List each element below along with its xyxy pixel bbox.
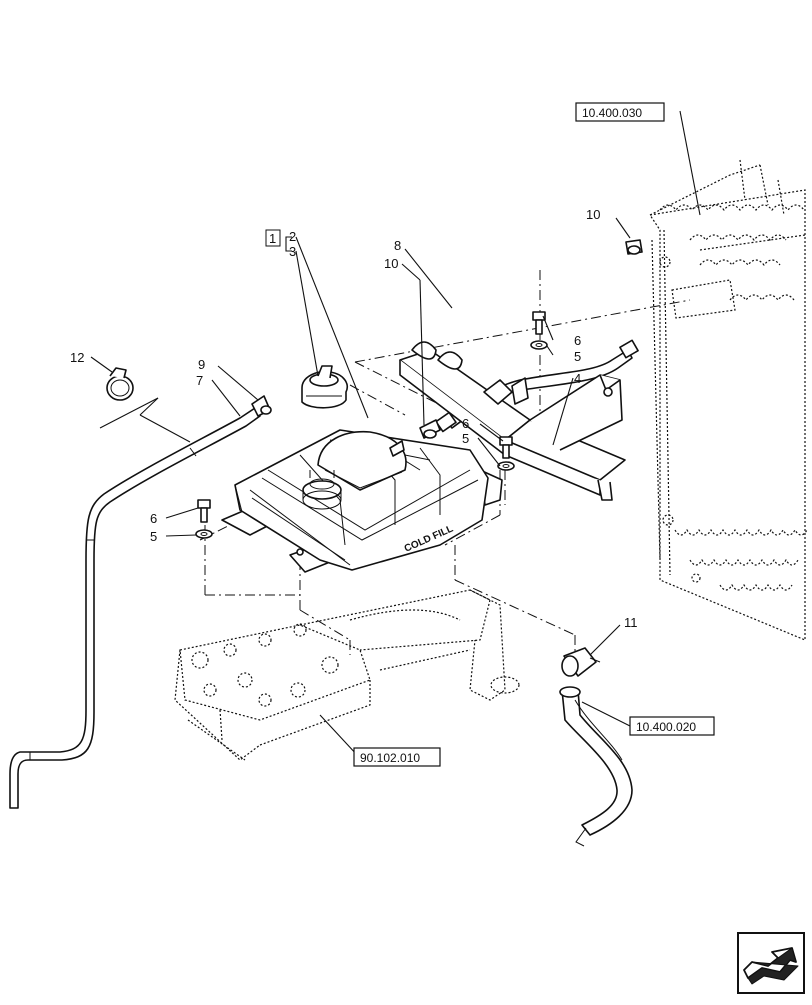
callout-6-top: 6 xyxy=(574,333,581,348)
hose-fitting-left xyxy=(419,419,441,439)
bolt-6-left xyxy=(197,499,211,523)
callout-1-box xyxy=(265,229,281,247)
reference-frame[interactable]: 90.102.010 xyxy=(353,747,441,767)
bolt-6-mid xyxy=(499,436,513,459)
callout-9: 9 xyxy=(198,357,205,372)
reference-radiator[interactable]: 10.400.030 xyxy=(575,102,665,122)
washer-5-mid xyxy=(497,461,515,471)
coolant-tank: COLD FILL xyxy=(221,429,503,573)
callout-5-top: 5 xyxy=(574,349,581,364)
callout-3: 3 xyxy=(289,244,296,259)
mounting-bracket xyxy=(399,341,626,501)
callout-10-left: 10 xyxy=(384,256,398,271)
callout-6-mid: 6 xyxy=(462,416,469,431)
hose-clamp-11 xyxy=(561,647,601,677)
callouts: 1 2 3 4 5 6 6 5 6 5 7 8 9 10 10 11 12 xyxy=(70,207,638,630)
radiator-assembly xyxy=(648,159,808,641)
callout-5-left: 5 xyxy=(150,529,157,544)
filler-cap xyxy=(301,365,348,409)
reference-hose[interactable]: 10.400.020 xyxy=(629,716,715,736)
support-frame xyxy=(174,589,520,761)
callout-5-mid: 5 xyxy=(462,431,469,446)
reference-frame-label: 90.102.010 xyxy=(360,751,420,765)
hose-clamp xyxy=(106,367,134,401)
overflow-hose xyxy=(9,407,261,809)
detail-arrow xyxy=(99,397,191,443)
reference-hose-label: 10.400.020 xyxy=(636,720,696,734)
next-page-icon[interactable] xyxy=(737,932,805,994)
callout-1: 1 xyxy=(269,231,276,246)
washer-5-left xyxy=(195,529,213,539)
callout-6-left: 6 xyxy=(150,511,157,526)
hose-fitting-right xyxy=(625,239,643,255)
callout-11: 11 xyxy=(624,615,638,630)
hose-fitting-9 xyxy=(251,395,272,417)
callout-4: 4 xyxy=(574,371,581,386)
washer-5-top xyxy=(530,340,548,350)
reference-radiator-label: 10.400.030 xyxy=(582,106,642,120)
callout-7: 7 xyxy=(196,373,203,388)
callout-10-right: 10 xyxy=(586,207,600,222)
bolt-6-top xyxy=(532,311,546,335)
lower-hose xyxy=(559,686,633,847)
leader-lines xyxy=(90,110,701,757)
callout-8: 8 xyxy=(394,238,401,253)
callout-2: 2 xyxy=(289,229,296,244)
callout-12: 12 xyxy=(70,350,84,365)
